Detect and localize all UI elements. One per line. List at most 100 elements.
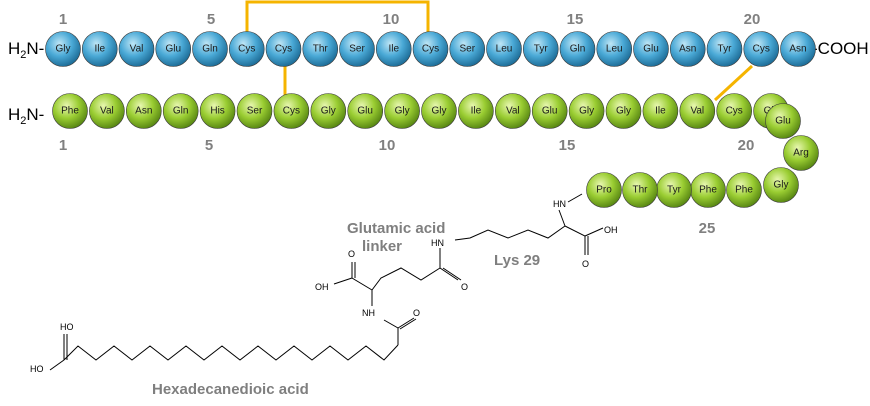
chain-b-residue-25: Phe [690,172,726,208]
chain-a-residue-15: Gln [559,31,596,67]
chain-b-residue-9: Glu [347,93,384,129]
chain-b-residue-2: Val [89,93,125,129]
chain-b-residue-label: Ile [655,106,666,117]
chain-a-residue-6: Cys [228,31,265,67]
chain-b-residue-label: Val [100,106,114,117]
chain-b-residue-16: Gly [605,93,642,129]
chain-a-residue-label: Ser [349,44,365,55]
chain-b-residue-17: Ile [642,93,679,129]
disulfide-a20-b19 [713,64,754,102]
chain-a-n-terminus: H2N- [8,39,44,61]
chain-a-residue-label: Asn [789,44,806,55]
atom-o-fatty: HO [60,322,74,332]
chain-a-residue-16: Leu [596,31,633,67]
chain-a-residue-label: Ile [94,44,105,55]
disulfide-bonds [245,0,754,102]
chain-b-residue-1: Phe [52,93,88,129]
chain-b-residue-label: Phe [735,185,753,196]
chain-a-residue-label: Asn [679,44,696,55]
chain-a-residue-9: Ser [339,31,375,67]
chain-b-residue-7: Cys [273,93,310,129]
chain-a-residue-label: Ser [459,44,475,55]
chain-a-number-20: 20 [744,11,761,28]
chain-b-number-25: 25 [699,220,716,237]
atom-labels: HN OH O OH HN O O NH O HO HO [30,199,618,374]
chain-b-residue-14: Glu [531,93,568,129]
chain-b-residue-label: Asn [135,106,152,117]
chain-b-residue-label: Ile [471,106,482,117]
chain-a-residue-17: Glu [633,31,669,67]
atom-hn-linker: HN [431,238,444,248]
chain-a-residue-label: Gly [56,44,71,55]
chain-a-residue-19: Tyr [706,31,743,67]
chain-b-number-10: 10 [379,137,396,154]
chain-b-residue-15: Gly [568,93,605,129]
chain-a-number-15: 15 [567,11,584,28]
chain-b-residue-13: Val [494,93,531,129]
chain-b-residue-26: Tyr [656,172,692,208]
chain-b-n-terminus: H2N- [8,105,44,127]
chain-a-residue-11: Cys [412,31,449,67]
chain-a-residue-13: Leu [486,31,522,67]
chain-b-residue-label: Glu [775,116,791,127]
chain-a-number-1: 1 [59,11,67,28]
chain-a-residue-18: Asn [669,31,706,67]
chain-b-residue-label: Gln [173,106,189,117]
chain-b-residue-8: Gly [310,93,347,129]
atom-o-linker: O [461,282,468,292]
chain-b-residue-28: Pro [586,172,622,208]
atom-o-amide: O [413,308,420,318]
chain-a-residue-label: Tyr [534,44,549,55]
chain-b-residue-label: Gly [579,106,594,117]
chain-a-residue-label: Val [130,44,144,55]
chain-b-residue-6: Ser [236,93,273,129]
chain-a-residue-label: Cys [422,44,439,55]
chain-b-residue-label: Cys [726,106,743,117]
chain-a-c-terminus: -COOH [812,39,869,58]
chain-a-number-5: 5 [207,11,215,28]
chain-a-residue-21: Asn [780,31,816,67]
chain-a-residue-label: Thr [313,44,329,55]
chain-b-residue-label: Gly [395,106,410,117]
chain-b-residue-12: Ile [458,93,494,129]
chain-b-residue-18: Val [679,93,716,129]
chain-a-residue-label: Cys [753,44,770,55]
chain-b-residue-label: Val [690,106,704,117]
chain-b-residue-label: Phe [61,106,79,117]
chain-a-residue-2: Ile [81,31,118,67]
disulfide-a6-a11 [245,0,430,32]
chain-a-residue-7: Cys [265,31,302,67]
chain-b-residue-label: Val [506,106,520,117]
atom-hn-lys: HN [553,199,566,209]
atom-oh-glu: OH [315,282,329,292]
chain-a-residue-10: Ile [375,31,412,67]
atom-ho-fatty: HO [30,364,44,374]
chain-a-residue-label: Glu [165,44,181,55]
chain-b-residue-label: Gly [616,106,631,117]
chain-a-residue-label: Cys [275,44,292,55]
chain-a-residue-label: Leu [606,44,623,55]
chain-b-residue-10: Gly [384,93,420,129]
chain-b-residue-11: Gly [421,93,457,129]
chain-b-number-1: 1 [59,137,67,154]
chain-a-residue-label: Leu [496,44,513,55]
chain-a-residue-5: Gln [192,31,228,67]
chain-b-residue-27: Thr [622,172,658,208]
chain-b-number-5: 5 [205,137,213,154]
chain-b-number-20: 20 [738,137,755,154]
chain-b-residue-19: Cys [716,93,753,129]
chain-a-number-10: 10 [383,11,400,28]
chain-b-residue-label: Cys [283,106,300,117]
chain-a-residue-3: Val [118,31,155,67]
chain-b-residue-label: Arg [793,148,809,159]
atom-nh-glu: NH [362,308,375,318]
chain-b-number-15: 15 [559,137,576,154]
chain-b-residue-label: Glu [542,106,558,117]
chain-a-residue-14: Tyr [522,31,559,67]
atom-o-glu: O [348,249,355,259]
chain-b-residue-label: Gly [432,106,447,117]
atom-oh-lys: OH [604,225,618,235]
glutamic-acid-linker-label-1: Glutamic acid [347,220,445,237]
